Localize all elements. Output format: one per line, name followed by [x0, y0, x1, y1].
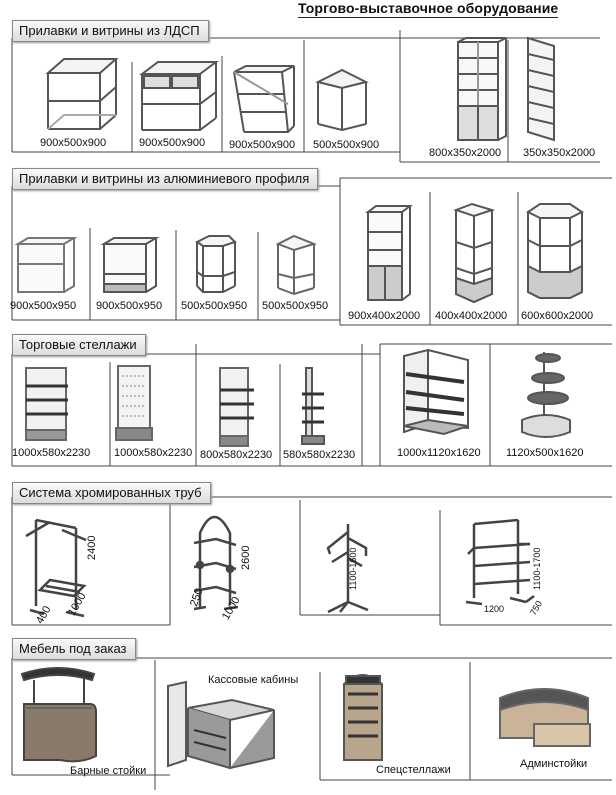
corner-tower-icon	[452, 202, 496, 304]
item-dimensions: 800x580x2230	[200, 449, 273, 461]
glass-showcase-icon	[100, 236, 160, 296]
item-caption: Админстойки	[520, 758, 588, 770]
item-caption: Спецстеллажи	[376, 764, 451, 776]
dimension-height: 2600	[240, 545, 252, 570]
item-dimensions: 1120x500x1620	[506, 447, 584, 459]
pole-rack-icon	[296, 364, 330, 448]
item-dimensions: 600x600x2000	[521, 310, 594, 322]
round-rack-icon	[516, 348, 576, 442]
special-rack-icon	[340, 670, 386, 762]
counter-shelf-icon	[42, 55, 122, 133]
item-dimensions: 1000x580x2230	[12, 447, 91, 459]
item-dimensions: 500x500x950	[181, 300, 248, 312]
item-dimensions: 900x500x900	[139, 137, 206, 149]
island-rack-icon	[398, 348, 474, 438]
item-dimensions: 1000x1120x1620	[397, 447, 481, 459]
perforated-rack-icon	[112, 362, 158, 444]
wall-rack-icon	[22, 364, 72, 444]
arch-rack-icon	[186, 505, 246, 613]
item-dimensions: 900x500x900	[229, 139, 296, 151]
dimension-height: 1100-1700	[532, 547, 542, 590]
item-dimensions: 1000x580x2230	[114, 447, 193, 459]
corner-shelf-icon	[524, 36, 560, 142]
tall-cabinet-icon	[454, 36, 510, 144]
cashier-booth-icon	[162, 680, 282, 770]
corner-showcase-icon	[274, 234, 318, 296]
tree-rack-icon	[322, 518, 372, 614]
section-aluminium-heading: Прилавки и витрины из алюминиевого профи…	[12, 168, 319, 190]
item-dimensions: 500x500x950	[262, 300, 329, 312]
item-dimensions: 350x350x2000	[523, 147, 596, 159]
bar-counter-icon	[20, 664, 98, 768]
corner-counter-icon	[314, 68, 370, 132]
page-title: Торгово-выставочное оборудование	[298, 0, 559, 18]
item-caption: Кассовые кабины	[208, 674, 299, 686]
sloped-counter-icon	[230, 64, 300, 136]
octagon-tower-icon	[524, 202, 586, 304]
tube-rack-icon	[22, 514, 92, 618]
dimension-width: 1200	[484, 604, 505, 614]
item-dimensions: 900x500x950	[96, 300, 163, 312]
item-dimensions: 580x580x2230	[283, 449, 356, 461]
item-dimensions: 900x400x2000	[348, 310, 421, 322]
item-dimensions: 800x350x2000	[429, 147, 502, 159]
item-dimensions: 400x400x2000	[435, 310, 508, 322]
tall-showcase-icon	[364, 204, 414, 304]
reception-desk-icon	[494, 680, 594, 750]
section-racks-heading: Торговые стеллажи	[12, 334, 146, 356]
section-chrome-heading: Система хромированных труб	[12, 482, 211, 504]
dimension-height: 1100-1600	[348, 547, 358, 590]
counter-drawers-icon	[138, 58, 220, 134]
narrow-rack-icon	[214, 364, 258, 450]
item-dimensions: 900x500x950	[10, 300, 77, 312]
hex-showcase-icon	[193, 234, 239, 296]
section-custom-heading: Мебель под заказ	[12, 638, 136, 660]
glass-counter-icon	[14, 236, 78, 296]
item-caption: Барные стойки	[70, 765, 147, 777]
clothes-rail-icon	[464, 518, 540, 610]
item-dimensions: 900x500x900	[40, 137, 107, 149]
item-dimensions: 500x500x900	[313, 139, 380, 151]
section-ldsp-heading: Прилавки и витрины из ЛДСП	[12, 20, 209, 42]
dimension-height: 2400	[86, 535, 98, 560]
